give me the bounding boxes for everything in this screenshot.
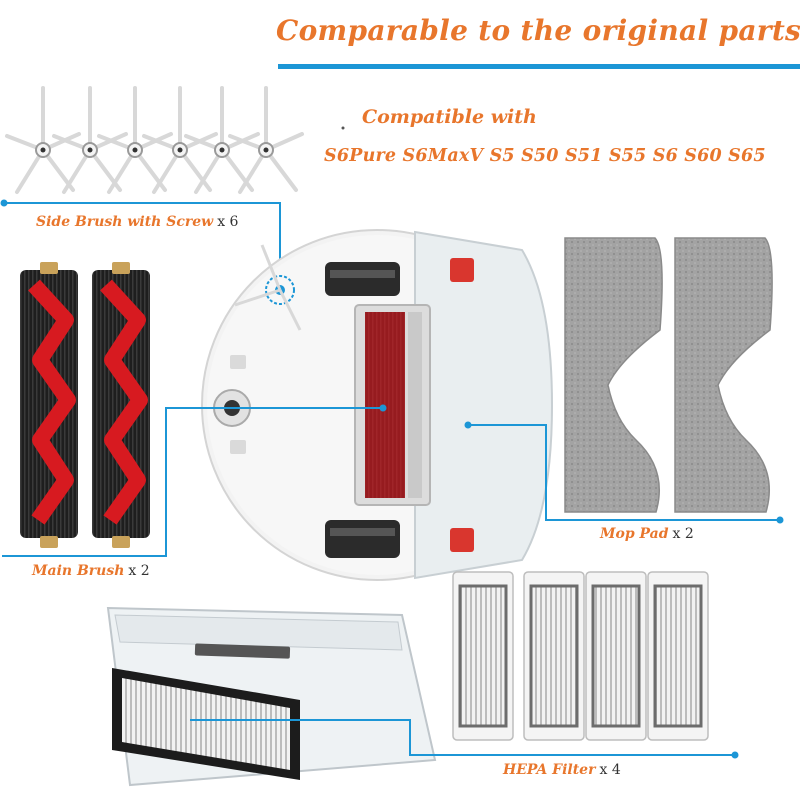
mop-pad-name: Mop Pad bbox=[600, 526, 669, 542]
main-brush-callout-start bbox=[379, 404, 387, 412]
dustbin bbox=[106, 606, 437, 787]
page-title: Comparable to the original parts bbox=[276, 14, 800, 47]
main-brush-name: Main Brush bbox=[32, 563, 125, 579]
main-brush-qty: x 2 bbox=[128, 563, 150, 579]
side-brush-6 bbox=[228, 86, 304, 194]
hepa-filter-qty: x 4 bbox=[599, 762, 621, 778]
hepa-filter-3 bbox=[585, 571, 647, 741]
main-brush-group bbox=[20, 262, 150, 548]
hepa-filter-name: HEPA Filter bbox=[503, 762, 596, 778]
hepa-filter-1 bbox=[452, 571, 514, 741]
robot-vacuum bbox=[201, 229, 554, 581]
side-brush-2 bbox=[52, 86, 128, 194]
mop-pad-callout-end bbox=[776, 516, 784, 524]
side-brush-name: Side Brush with Screw bbox=[36, 214, 214, 230]
mop-pad-2 bbox=[674, 237, 773, 513]
mop-pad-group bbox=[564, 237, 773, 513]
side-brush-group bbox=[5, 86, 304, 194]
decor-dot bbox=[341, 126, 345, 130]
mop-pad-1 bbox=[564, 237, 663, 513]
compatible-models: S6Pure S6MaxV S5 S50 S51 S55 S6 S60 S65 bbox=[324, 146, 766, 166]
main-brush-2 bbox=[92, 262, 150, 548]
side-brush-4 bbox=[142, 86, 218, 194]
mop-pad-qty: x 2 bbox=[672, 526, 694, 542]
title-underline bbox=[278, 64, 800, 69]
hepa-filter-2 bbox=[523, 571, 585, 741]
mop-pad-callout-start bbox=[464, 421, 472, 429]
side-brush-qty: x 6 bbox=[217, 214, 239, 230]
hepa-filter-group bbox=[452, 571, 709, 741]
hepa-callout-line bbox=[190, 719, 735, 756]
side-brush-5 bbox=[184, 86, 260, 194]
mop-pad-callout-line bbox=[468, 424, 780, 521]
compatible-label: Compatible with bbox=[362, 106, 537, 128]
hepa-filter-4 bbox=[647, 571, 709, 741]
main-brush-callout-line bbox=[2, 407, 383, 557]
main-brush-1 bbox=[20, 262, 78, 548]
side-brush-callout-start bbox=[0, 199, 8, 207]
hepa-callout-end bbox=[731, 751, 739, 759]
